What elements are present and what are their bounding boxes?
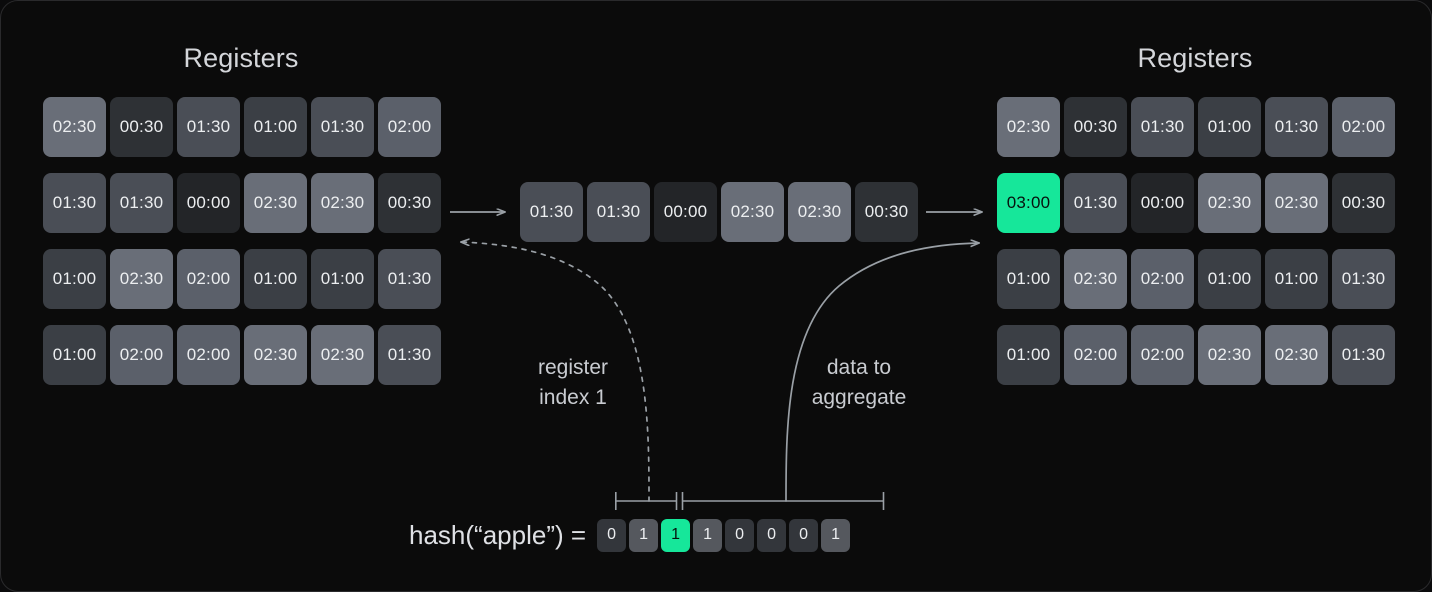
register-cell-highlighted: 03:00	[997, 173, 1060, 233]
hash-bit: 0	[597, 518, 627, 552]
register-cell: 01:00	[1198, 249, 1261, 309]
register-cell: 02:00	[378, 97, 441, 157]
register-cell: 02:00	[1131, 325, 1194, 385]
register-cell: 02:30	[1064, 249, 1127, 309]
register-cell: 02:30	[244, 173, 307, 233]
data-to-aggregate-bracket	[681, 492, 885, 510]
register-cell: 01:00	[43, 325, 106, 385]
register-cell: 01:30	[1332, 249, 1395, 309]
left-panel-title: Registers	[183, 43, 299, 73]
register-cell: 00:30	[1064, 97, 1127, 157]
extracted-register-cell: 01:30	[587, 182, 650, 242]
register-cell: 02:30	[1198, 173, 1261, 233]
register-cell: 02:00	[110, 325, 173, 385]
register-cell: 00:00	[1131, 173, 1194, 233]
extracted-register-cell: 01:30	[520, 182, 583, 242]
register-cell: 02:00	[177, 249, 240, 309]
register-cell: 02:30	[1265, 325, 1328, 385]
register-cell: 02:30	[1265, 173, 1328, 233]
extracted-register-cell: 00:00	[654, 182, 717, 242]
register-cell: 01:00	[997, 325, 1060, 385]
register-cell: 01:30	[378, 325, 441, 385]
register-cell: 01:00	[311, 249, 374, 309]
register-index-caption: register index 1	[537, 356, 609, 409]
register-cell: 01:00	[244, 249, 307, 309]
register-cell: 01:00	[43, 249, 106, 309]
extracted-register-cell: 02:30	[721, 182, 784, 242]
register-cell: 00:00	[177, 173, 240, 233]
hash-function-label: hash(“apple”) =	[409, 520, 587, 550]
register-cell: 02:00	[1131, 249, 1194, 309]
hash-bit: 1	[821, 518, 851, 552]
register-cell: 01:30	[110, 173, 173, 233]
data-to-aggregate-caption: data to aggregate	[811, 356, 907, 409]
hash-bit-highlighted: 1	[661, 518, 691, 552]
register-cell: 02:30	[311, 173, 374, 233]
extracted-register-cell: 02:30	[788, 182, 851, 242]
register-cell: 00:30	[110, 97, 173, 157]
register-cell: 02:30	[43, 97, 106, 157]
register-cell: 01:00	[1265, 249, 1328, 309]
hash-bit: 0	[789, 518, 819, 552]
extracted-register-cell: 00:30	[855, 182, 918, 242]
register-cell: 02:00	[1064, 325, 1127, 385]
register-cell: 02:30	[1198, 325, 1261, 385]
register-cell: 02:00	[1332, 97, 1395, 157]
register-cell: 02:30	[311, 325, 374, 385]
register-cell: 01:30	[1265, 97, 1328, 157]
register-index-bracket	[614, 492, 678, 510]
register-cell: 01:30	[311, 97, 374, 157]
hash-bit: 0	[757, 518, 787, 552]
register-cell: 01:00	[244, 97, 307, 157]
register-cell: 01:30	[1064, 173, 1127, 233]
register-cell: 02:30	[110, 249, 173, 309]
register-cell: 01:00	[997, 249, 1060, 309]
register-cell: 01:30	[1131, 97, 1194, 157]
register-cell: 01:30	[43, 173, 106, 233]
register-cell: 01:00	[1198, 97, 1261, 157]
register-cell: 01:30	[378, 249, 441, 309]
register-cell: 02:00	[177, 325, 240, 385]
hash-bit: 0	[725, 518, 755, 552]
hash-bit: 1	[629, 518, 659, 552]
register-cell: 00:30	[378, 173, 441, 233]
register-cell: 02:30	[997, 97, 1060, 157]
register-cell: 00:30	[1332, 173, 1395, 233]
register-cell: 01:30	[1332, 325, 1395, 385]
register-cell: 01:30	[177, 97, 240, 157]
hash-bit: 1	[693, 518, 723, 552]
right-panel-title: Registers	[1137, 43, 1253, 73]
register-cell: 02:30	[244, 325, 307, 385]
